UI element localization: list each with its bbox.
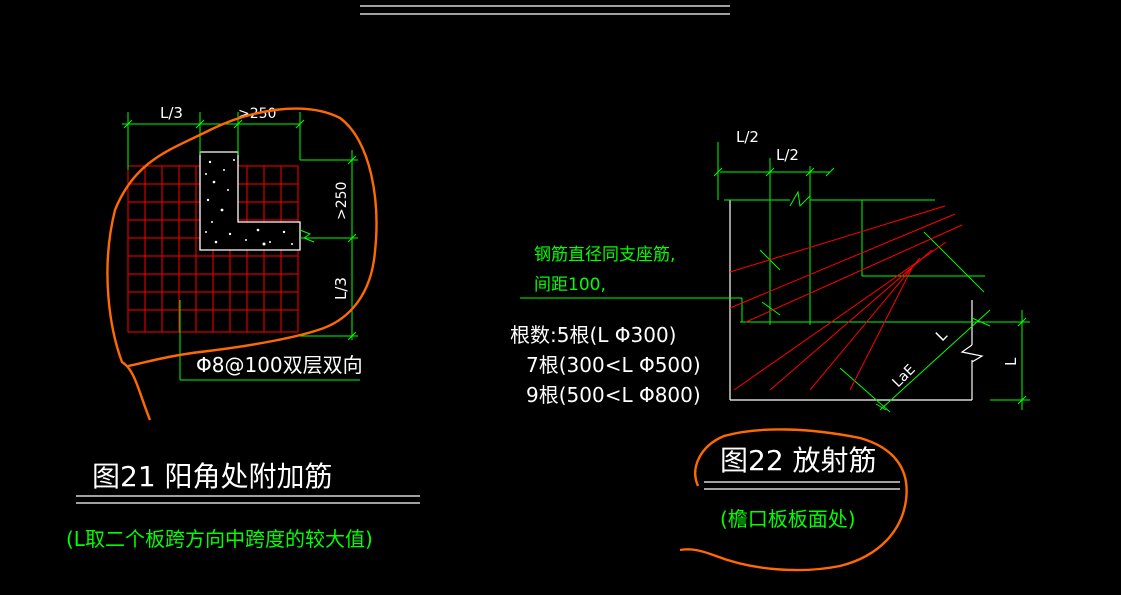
figure22-radial-rebars bbox=[729, 205, 963, 391]
fig22-note-line2: 间距100, bbox=[534, 275, 606, 295]
fig22-label-lae: LaE bbox=[890, 362, 919, 391]
fig22-note-line1: 钢筋直径同支座筋, bbox=[534, 245, 675, 265]
figure21-l-column bbox=[199, 151, 301, 251]
fig22-markup-circle bbox=[679, 428, 908, 572]
figure22-outline bbox=[729, 200, 984, 401]
figure22-green-lines bbox=[520, 142, 1030, 413]
fig21-rebar-spec: Φ8@100双层双向 bbox=[196, 353, 363, 377]
fig22-note: (檐口板板面处) bbox=[720, 507, 856, 531]
fig22-dim-l2-a: L/2 bbox=[736, 128, 759, 146]
fig22-count-line1: 根数:5根(L Φ300) bbox=[510, 323, 676, 347]
fig22-caption-underline bbox=[704, 481, 900, 490]
fig21-dim-l3-top: L/3 bbox=[160, 104, 183, 122]
fig22-dim-l2-b: L/2 bbox=[776, 146, 799, 164]
fig22-dim-l-right: L bbox=[1002, 357, 1020, 366]
fig21-dim-250-right: >250 bbox=[334, 182, 350, 220]
fig21-caption: 图21 阳角处附加筋 bbox=[92, 460, 333, 493]
fig21-markup-circle bbox=[106, 107, 378, 421]
fig22-caption: 图22 放射筋 bbox=[720, 444, 877, 477]
fig21-caption-underline bbox=[76, 495, 420, 504]
top-title-lines bbox=[360, 5, 730, 15]
fig22-count-line2: 7根(300<L Φ500) bbox=[526, 353, 701, 377]
fig21-note: (L取二个板跨方向中跨度的较大值) bbox=[66, 527, 373, 551]
fig21-dim-l3-right: L/3 bbox=[332, 277, 350, 300]
fig22-count-line3: 9根(500<L Φ800) bbox=[526, 383, 701, 407]
fig22-label-l: L bbox=[932, 326, 951, 345]
